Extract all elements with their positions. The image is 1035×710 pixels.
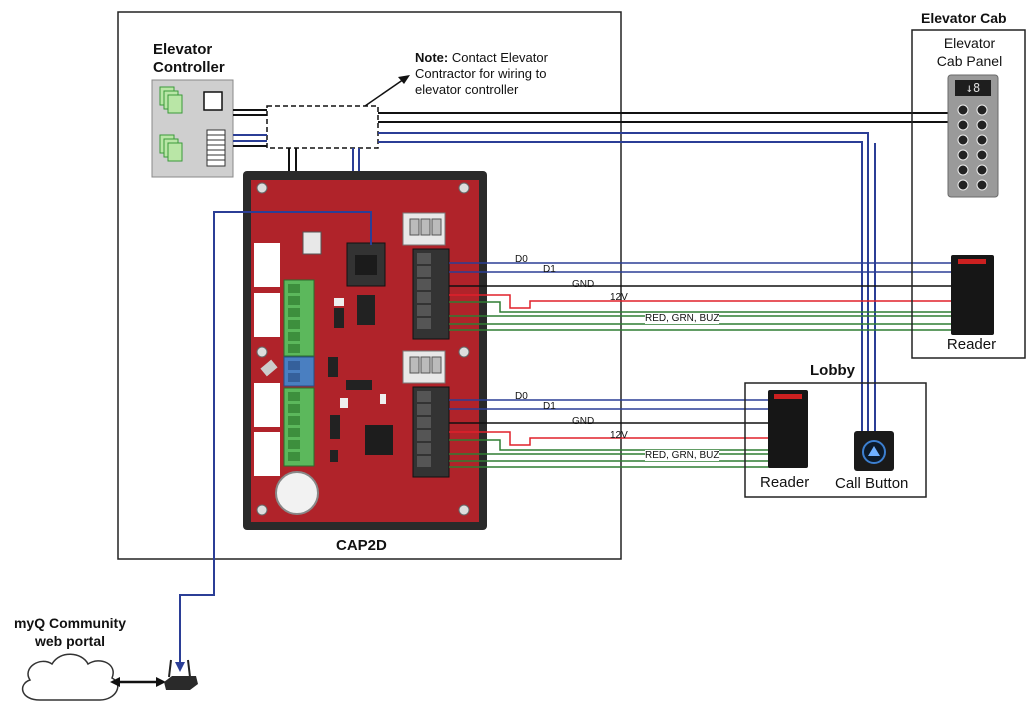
network-cable	[179, 211, 372, 668]
call-button-label: Call Button	[835, 475, 909, 492]
elevator-controller-label: Elevator Controller	[153, 41, 225, 76]
cab-panel-line-1: Elevator	[943, 35, 996, 51]
router-device	[164, 659, 198, 690]
cab-panel-line-2: Cab Panel	[936, 53, 1003, 69]
wire-label-rgb-upper: RED, GRN, BUZ	[645, 313, 720, 324]
wire-label-d1-upper: D1	[543, 264, 556, 275]
cab-panel-label: Elevator Cab Panel	[913, 34, 1026, 70]
note-line-3: elevator controller	[415, 82, 519, 97]
cab-panel-device	[947, 74, 999, 198]
cab-floor-display: ↓8	[965, 81, 981, 95]
cap2d-board	[243, 171, 487, 530]
wire-label-d1-lower: D1	[543, 401, 556, 412]
note-text: Note: Contact Elevator Contractor for wi…	[415, 50, 548, 98]
elevator-cab-title: Elevator Cab	[921, 10, 1007, 26]
lobby-title: Lobby	[810, 362, 855, 379]
note-line-1: Contact Elevator	[451, 50, 548, 65]
wire-label-gnd-upper: GND	[572, 279, 595, 290]
wire-label-rgb-lower: RED, GRN, BUZ	[645, 450, 720, 461]
cab-reader-label: Reader	[946, 336, 997, 353]
elevator-controller-device	[151, 79, 234, 178]
lobby-reader-device	[768, 390, 808, 468]
wire-label-12v-lower: 12V	[610, 430, 628, 441]
portal-label: myQ Community web portal	[0, 614, 140, 650]
portal-line-2: web portal	[34, 633, 105, 649]
cloud-shape	[21, 653, 119, 701]
note-line-2: Contractor for wiring to	[415, 66, 547, 81]
wire-label-d0-lower: D0	[515, 391, 528, 402]
lobby-reader-label: Reader	[760, 474, 810, 491]
junction-box	[266, 105, 379, 149]
cab-reader-device	[951, 255, 994, 335]
call-button-device	[854, 431, 894, 471]
elevator-cab-box	[911, 29, 1026, 359]
wire-label-gnd-lower: GND	[572, 416, 595, 427]
note-bold-label: Note:	[415, 50, 449, 65]
lobby-box	[744, 382, 927, 498]
wire-label-d0-upper: D0	[515, 254, 528, 265]
portal-line-1: myQ Community	[13, 615, 126, 631]
wire-label-12v-upper: 12V	[610, 292, 628, 303]
cap2d-label: CAP2D	[336, 537, 387, 554]
note-arrow	[364, 76, 408, 107]
